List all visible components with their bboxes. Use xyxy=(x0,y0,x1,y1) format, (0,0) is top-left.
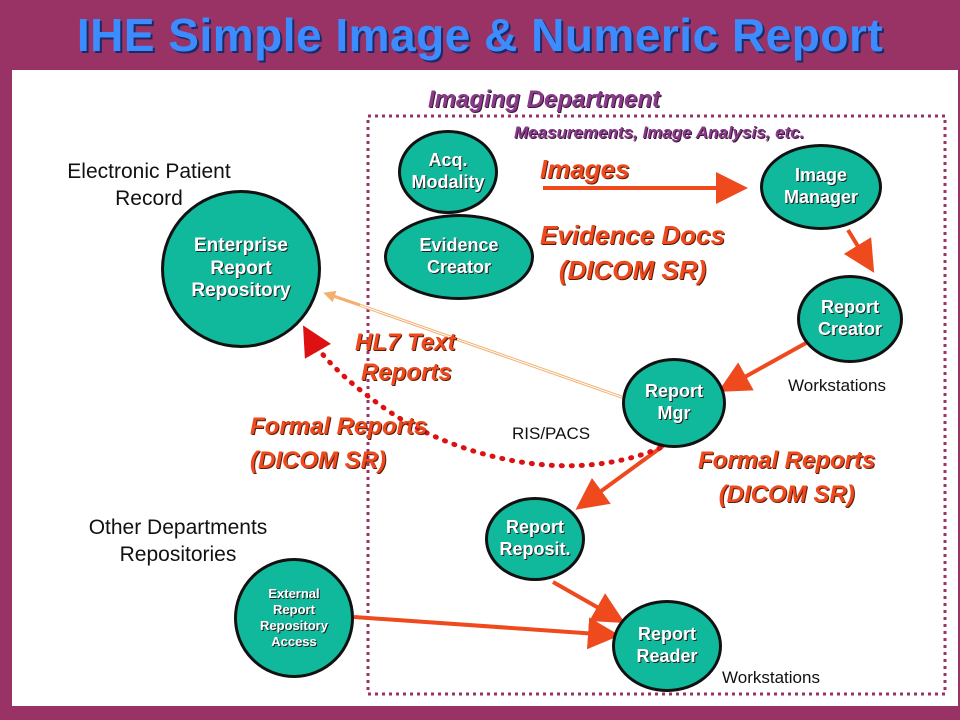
report-reposit-line2: Reposit. xyxy=(499,539,571,559)
epr-line1: Electronic Patient xyxy=(67,160,231,183)
hl7-reports-arrow-inner xyxy=(327,293,631,401)
imaging-department-subtitle: Measurements, Image Analysis, etc. xyxy=(514,123,805,142)
evidence-docs-flow-label: Evidence Docs (DICOM SR) xyxy=(540,220,725,286)
external-access-line2: Report xyxy=(273,601,315,617)
reposit-to-reader-arrow xyxy=(552,580,625,623)
imaging-department-title: Imaging Department xyxy=(428,86,661,113)
formal-reports-right-label: Formal Reports (DICOM SR) xyxy=(698,444,875,511)
image-manager-line1: Image xyxy=(794,165,848,186)
slide-title: IHE Simple Image & Numeric Report xyxy=(76,9,884,61)
workstations-top-label: Workstations xyxy=(788,376,886,395)
report-reposit: Report Reposit. xyxy=(485,497,585,581)
external-access-line4: Access xyxy=(271,634,317,650)
acq-modality: Acq. Modality xyxy=(398,130,498,214)
report-reader-line2: Reader xyxy=(636,646,698,666)
ris-pacs-label: RIS/PACS xyxy=(512,424,591,443)
enterprise-report-repository: Enterprise Report Repository xyxy=(161,190,321,348)
imaging-department-boundary xyxy=(366,114,947,696)
image-manager-line2: Manager xyxy=(783,187,859,207)
enterprise-repo-line3: Repository xyxy=(191,280,291,302)
epr-line2: Record xyxy=(115,187,183,211)
other-dept-line1: Other Departments xyxy=(88,516,268,539)
external-to-reader-arrow xyxy=(353,615,620,650)
report-creator-line2: Creator xyxy=(817,319,883,339)
report-mgr-line2: Mgr xyxy=(657,403,691,423)
acq-modality-line2: Modality xyxy=(411,172,485,192)
report-mgr-line1: Report xyxy=(645,381,703,402)
mgr-to-reposit-arrow xyxy=(575,444,665,510)
report-reader-line1: Report xyxy=(638,624,696,645)
electronic-patient-record-label: Electronic Patient Record xyxy=(44,158,254,213)
hl7-reports-arrowhead xyxy=(323,290,361,307)
report-reader: Report Reader xyxy=(612,600,722,692)
formal-right-line2: (DICOM SR) xyxy=(718,480,855,508)
manager-to-creator-arrow xyxy=(843,228,875,273)
formal-left-line1: Formal Reports xyxy=(250,413,428,440)
evidence-creator-line1: Evidence xyxy=(419,235,499,256)
formal-reports-dotted-arrow xyxy=(303,325,663,469)
external-access-line1: External xyxy=(268,585,320,601)
report-creator-line1: Report xyxy=(821,297,879,318)
workstations-bottom-label: Workstations xyxy=(722,668,820,687)
acq-modality-line1: Acq. xyxy=(428,150,468,171)
external-report-repository-access: External Report Repository Access xyxy=(234,558,354,678)
images-flow-label: Images xyxy=(540,154,630,184)
formal-reports-left-label: Formal Reports (DICOM SR) xyxy=(250,410,427,477)
evidence-docs-line1: Evidence Docs xyxy=(540,220,725,250)
hl7-line1: HL7 Text xyxy=(355,329,456,356)
external-access-line3: Repository xyxy=(260,618,328,633)
evidence-docs-line2: (DICOM SR) xyxy=(558,255,707,285)
hl7-line2: Reports xyxy=(361,359,452,386)
report-mgr: Report Mgr xyxy=(622,358,726,448)
hl7-text-reports-label: HL7 Text Reports xyxy=(355,328,455,388)
other-dept-line2: Repositories xyxy=(119,543,237,567)
report-creator: Report Creator xyxy=(797,275,903,363)
evidence-creator-line2: Creator xyxy=(426,257,492,277)
enterprise-repo-line2: Report xyxy=(210,257,272,279)
image-manager: Image Manager xyxy=(760,144,882,230)
formal-left-line2: (DICOM SR) xyxy=(250,446,386,474)
evidence-creator: Evidence Creator xyxy=(384,214,534,300)
enterprise-repo-line1: Enterprise xyxy=(194,234,288,256)
report-reposit-line1: Report xyxy=(506,517,564,538)
other-departments-label: Other Departments Repositories xyxy=(58,514,298,569)
formal-right-line1: Formal Reports xyxy=(698,447,876,474)
creator-to-mgr-arrow xyxy=(718,341,807,392)
